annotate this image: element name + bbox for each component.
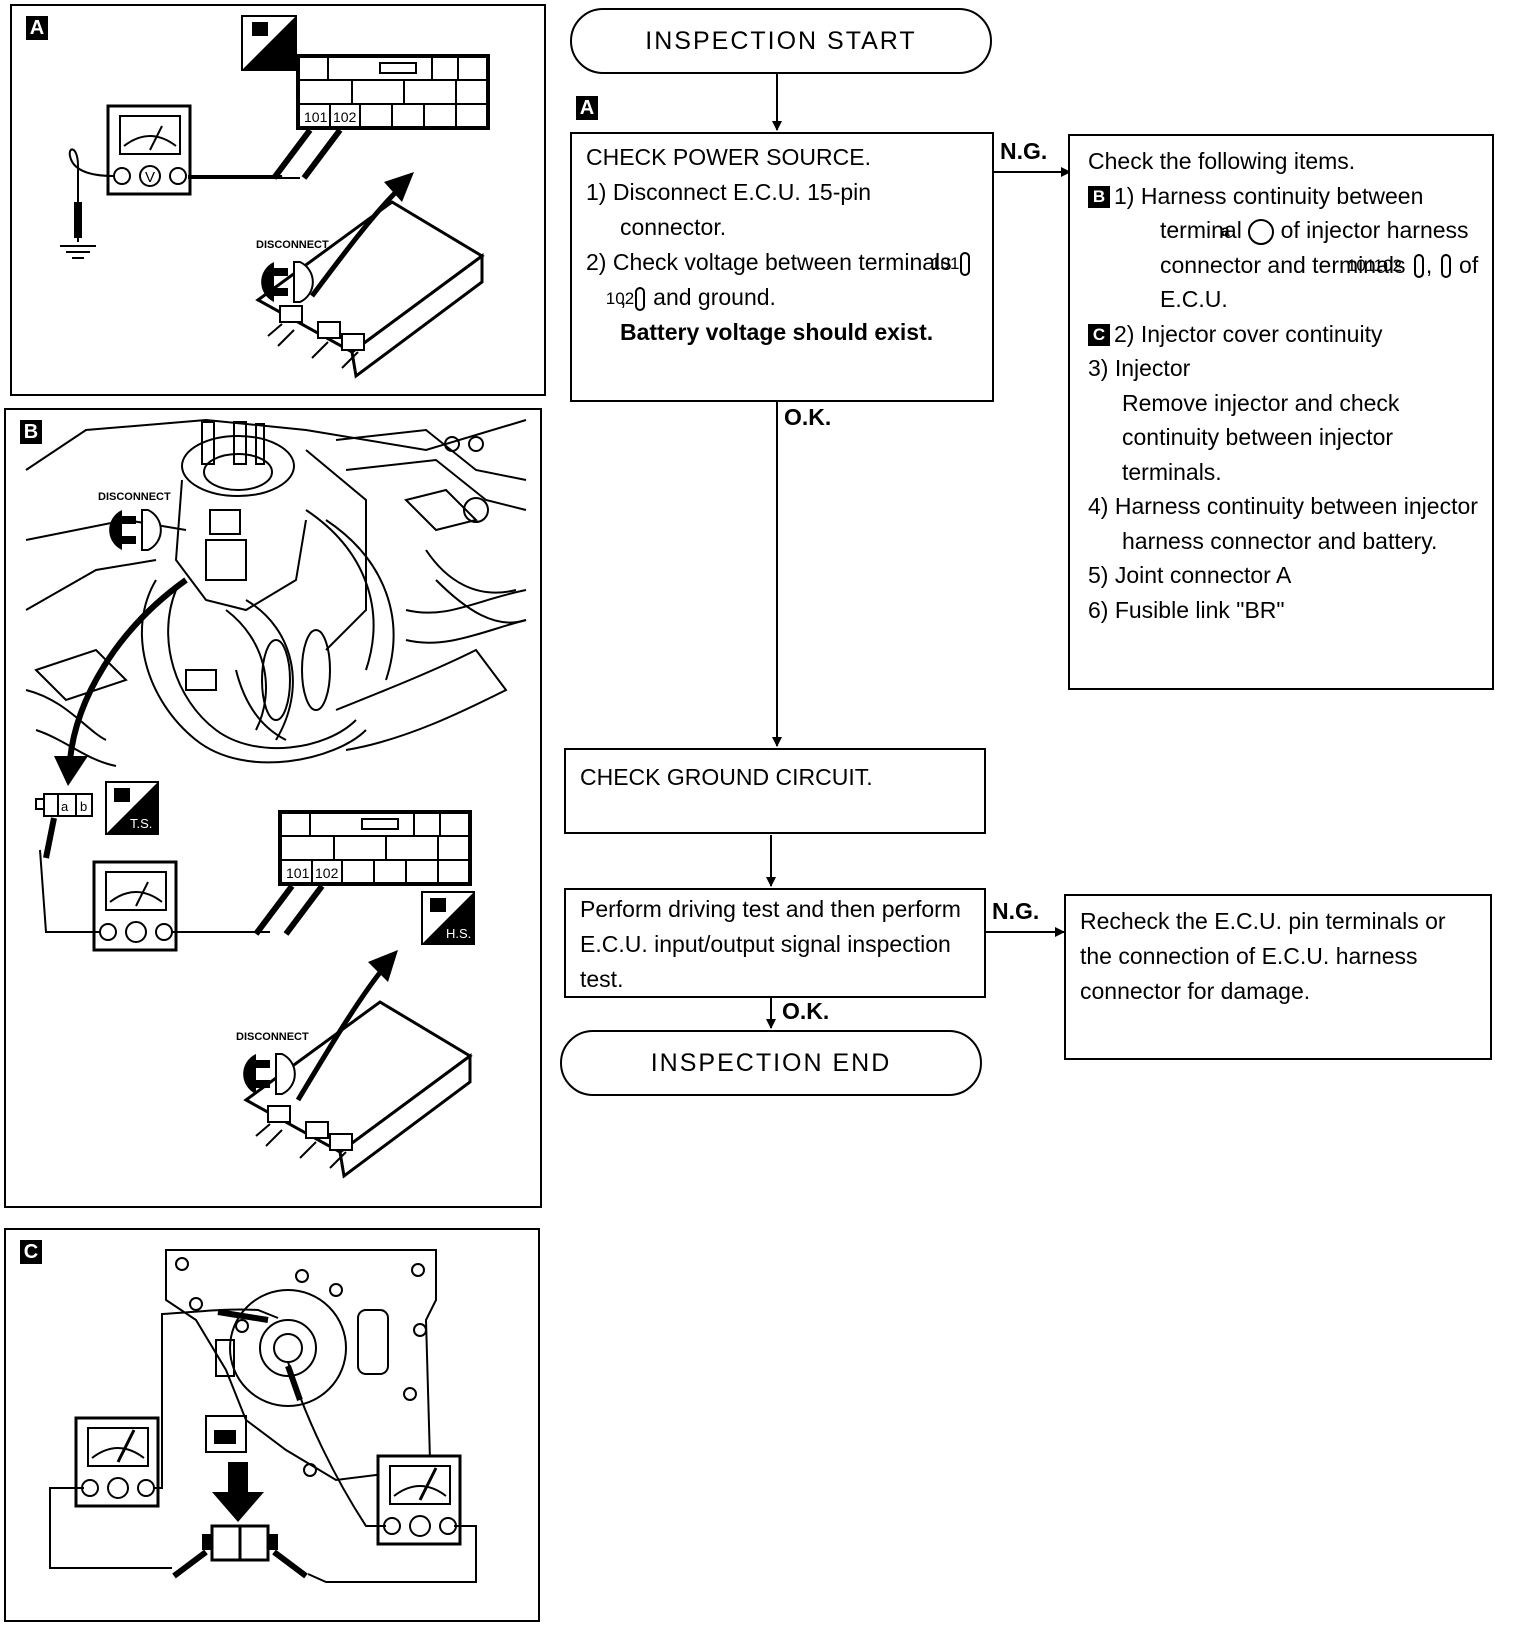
- injector-terminal-connector-icon: [202, 1524, 278, 1562]
- ecu-connector-icon-b: [278, 810, 472, 886]
- terminal-102-badge: 102: [606, 286, 645, 311]
- power-item-2-num: 2): [586, 249, 607, 275]
- check-power-source-box: CHECK POWER SOURCE. 1) Disconnect E.C.U.…: [570, 132, 994, 402]
- recheck-box: Recheck the E.C.U. pin terminals or the …: [1064, 894, 1492, 1060]
- power-note: Battery voltage should exist.: [620, 319, 934, 345]
- power-item-1: 1) Disconnect E.C.U. 15-pin connector.: [586, 175, 978, 245]
- ground-symbol-icon: [60, 245, 96, 259]
- check-terminal-101-badge: 101: [1347, 254, 1424, 279]
- driving-test-text: Perform driving test and then perform E.…: [580, 896, 961, 992]
- check-item-6: 6) Fusible link "BR": [1088, 593, 1482, 628]
- panel-a-illustration: 101 102 V: [60, 15, 490, 379]
- disconnect-icon-bottom: [243, 1053, 296, 1095]
- check-item-3-sub: Remove injector and check continuity bet…: [1122, 389, 1400, 485]
- check-item-1-text-a: Harness continuity between terminal: [1140, 182, 1424, 244]
- panel-b: DISCONNECT a b T.S.: [4, 408, 542, 1208]
- step-tag-a: A: [576, 96, 598, 120]
- hs-label-b: H.S.: [446, 926, 471, 941]
- ts-label: T.S.: [130, 816, 152, 831]
- disconnect-icon: [261, 261, 314, 303]
- tag-b: B: [1088, 186, 1110, 209]
- check-item-1-text-c: of E.C.U.: [1160, 251, 1479, 313]
- pin-102-label-b: 102: [315, 865, 339, 881]
- check-item-5-text: Joint connector A: [1114, 562, 1292, 588]
- tag-c: C: [1088, 324, 1110, 347]
- ohmmeter-icon: [92, 860, 178, 952]
- pin-101-label: 101: [304, 109, 328, 125]
- ecu-connector-icon: [296, 54, 490, 130]
- panel-b-letter: B: [20, 420, 42, 444]
- check-item-6-num: 6): [1088, 596, 1109, 623]
- voltmeter-icon: V: [106, 104, 192, 196]
- pin-a-label: a: [61, 799, 69, 814]
- inspection-start: INSPECTION START: [570, 8, 992, 74]
- panel-c: C: [4, 1228, 540, 1622]
- check-item-5-num: 5): [1088, 562, 1109, 588]
- ohmmeter-right-icon: [376, 1454, 462, 1546]
- check-item-3-num: 3): [1088, 355, 1109, 381]
- terminal-separator: ,: [620, 284, 627, 310]
- panel-a-letter: A: [26, 16, 48, 40]
- ts-badge-icon: [105, 781, 159, 835]
- panel-b-illustration: DISCONNECT a b T.S.: [25, 418, 527, 1179]
- check-item-1-text-b: of injector harness connector and termin…: [1160, 217, 1469, 278]
- check-item-4-text: Harness continuity between injector harn…: [1114, 493, 1478, 554]
- engine-bay-illustration: [25, 418, 527, 767]
- disconnect-label-bottom: DISCONNECT: [236, 1031, 309, 1043]
- disconnect-label: DISCONNECT: [256, 239, 329, 251]
- ng-label-2: N.G.: [992, 898, 1040, 924]
- power-title: CHECK POWER SOURCE.: [586, 144, 871, 170]
- terminal-a-badge: a: [1221, 218, 1275, 245]
- check-ground-circuit-box: CHECK GROUND CIRCUIT.: [564, 748, 986, 834]
- ng-label-1: N.G.: [1000, 138, 1048, 164]
- pin-102-label: 102: [333, 109, 357, 125]
- check-item-5: 5) Joint connector A: [1088, 558, 1482, 593]
- check-item-2-num: 2): [1114, 320, 1135, 347]
- hs-badge-icon: [241, 15, 297, 71]
- power-item-1-num: 1): [586, 179, 607, 205]
- check-item-4-num: 4): [1088, 493, 1109, 519]
- disconnect-icon-top: [109, 509, 162, 551]
- check-item-3: 3) Injector: [1088, 351, 1482, 386]
- injector-cover-icon: [165, 1249, 437, 1482]
- injector-connector-icon: [35, 793, 93, 817]
- pin-101-label-b: 101: [286, 865, 310, 881]
- check-item-4: 4) Harness continuity between injector h…: [1088, 489, 1482, 558]
- check-terminal-102-badge: 102: [1374, 254, 1451, 279]
- check-item-6-text: Fusible link "BR": [1114, 596, 1285, 623]
- hs-badge-icon-b: [421, 891, 475, 945]
- power-item-2: 2) Check voltage between terminals 101, …: [586, 245, 978, 315]
- meter-mode-label: V: [145, 169, 155, 186]
- inspection-end: INSPECTION END: [560, 1030, 982, 1096]
- ok-label-2: O.K.: [782, 998, 830, 1024]
- disconnect-label-top: DISCONNECT: [98, 491, 171, 503]
- check-item-2-text: Injector cover continuity: [1140, 320, 1383, 347]
- power-item-1-text: Disconnect E.C.U. 15-pin connector.: [612, 179, 872, 240]
- ecu-unit-icon-b: [243, 1000, 473, 1179]
- ground-title: CHECK GROUND CIRCUIT.: [580, 764, 873, 790]
- recheck-text: Recheck the E.C.U. pin terminals or the …: [1080, 908, 1446, 1004]
- ohmmeter-left-icon: [74, 1416, 160, 1508]
- driving-test-box: Perform driving test and then perform E.…: [564, 888, 986, 998]
- panel-a: 101 102 V: [10, 4, 546, 396]
- check-terminal-separator: ,: [1425, 251, 1433, 278]
- check-item-1-num: 1): [1114, 182, 1135, 209]
- panel-c-letter: C: [20, 1240, 42, 1264]
- pin-b-label: b: [80, 799, 87, 814]
- panel-c-illustration: [49, 1249, 477, 1583]
- power-item-2-text: Check voltage between terminals: [612, 249, 952, 275]
- ecu-unit-icon: [255, 200, 485, 379]
- check-item-3-text: Injector: [1114, 355, 1191, 381]
- ok-label-1: O.K.: [784, 404, 832, 430]
- terminal-101-badge: 101: [931, 251, 971, 276]
- check-items-title: Check the following items.: [1088, 148, 1356, 174]
- power-item-2-text-b: and ground.: [653, 284, 776, 310]
